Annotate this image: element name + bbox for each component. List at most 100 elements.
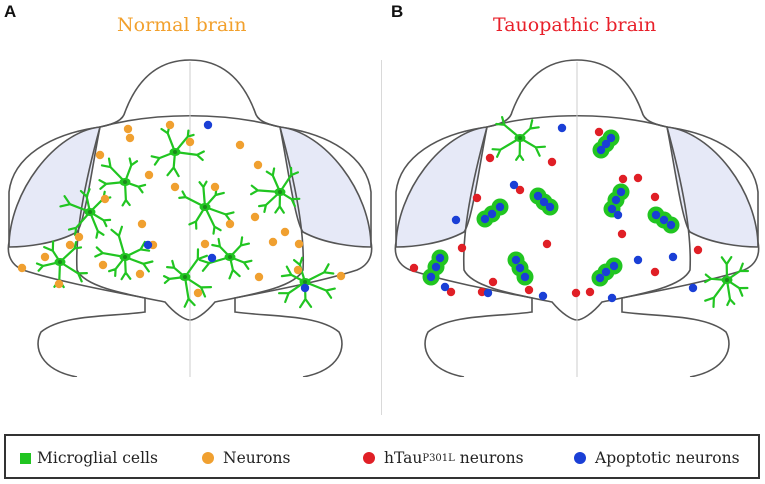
neuron-dot [98,260,108,270]
htau-neuron-dot [542,239,552,249]
legend-label-apoptotic: Apoptotic neurons [595,449,740,467]
apoptotic-neuron-dot [633,255,643,265]
microglia-cell-icon [250,166,301,214]
legend-item-microglia: Microglial cells [20,449,158,467]
neuron-dot [250,212,260,222]
neuron-dot [135,269,145,279]
apoptotic-neuron-dot [557,123,567,133]
legend-label-microglia: Microglial cells [37,449,158,467]
htau-neuron-dot [472,193,482,203]
neuron-dot [65,240,75,250]
htau-neuron-dot [547,157,557,167]
phagocytic-microglia-icon [507,251,534,286]
microglia-cell-icon [163,248,213,308]
normal-brain-diagram [7,59,373,377]
apoptotic-neuron-dot [300,283,310,293]
neuron-dot [294,239,304,249]
apoptotic-neuron-dot [668,252,678,262]
neuron-dot [165,120,175,130]
neuron-dot [137,219,147,229]
cortex-boundary [462,114,692,321]
neuron-swatch-icon [202,452,214,464]
apoptotic-neuron-dot [440,282,450,292]
neuron-dot [235,140,245,150]
phagocytic-microglia-icon [529,187,559,216]
htau-neuron-dot [650,192,660,202]
apoptotic-neuron-dot [483,288,493,298]
microglia-cell-icon [491,116,546,161]
apoptotic-neuron-dot [509,180,519,190]
legend-label-htau-prefix: hTau [384,449,423,467]
neuron-dot [144,170,154,180]
neuron-dot [54,279,64,289]
microglia-cell-icon [198,236,253,280]
right-lobe [279,126,372,248]
htau-neuron-dot [571,288,581,298]
apoptotic-neuron-dot [538,291,548,301]
neuron-dot [210,182,220,192]
neuron-dot [125,133,135,143]
right-lobe [666,126,759,248]
legend-item-neurons: Neurons [202,449,290,467]
microglia-cell-icon [704,256,749,308]
htau-neuron-dot [524,285,534,295]
apoptotic-neuron-dot [688,283,698,293]
microglia-cell-icon [59,188,112,239]
panel-title-tauopathic-brain: Tauopathic brain [493,14,657,36]
apoptotic-neuron-dot [451,215,461,225]
htau-neuron-dot [617,229,627,239]
phagocytic-microglia-icon [647,206,680,234]
htau-neuron-dot [585,287,595,297]
htau-neuron-dot [446,287,456,297]
neuron-dot [253,160,263,170]
htau-neuron-dot [485,153,495,163]
neuron-dot [200,239,210,249]
neuron-dot [74,232,84,242]
panel-title-normal-brain: Normal brain [117,14,247,36]
panel-separator [381,60,382,415]
left-lobe [8,126,101,248]
htau-neuron-dot [618,174,628,184]
neuron-dot [254,272,264,282]
htau-neuron-dot [488,277,498,287]
apoptotic-neuron-dot [143,240,153,250]
microglia-swatch-icon [20,452,31,464]
neuron-dot [95,150,105,160]
phagocytic-microglia-icon [422,249,449,286]
phagocytic-microglia-icon [592,129,620,159]
legend-label-neurons: Neurons [223,449,291,467]
neuron-dot [185,137,195,147]
neuron-dot [336,271,346,281]
phagocytic-microglia-icon [591,257,623,287]
htau-neuron-dot [515,185,525,195]
htau-neuron-dot [409,263,419,273]
apoptotic-neuron-dot [207,253,217,263]
panel-letter-b: B [391,2,404,21]
neuron-dot [225,219,235,229]
microglia-cell-icon [98,157,147,207]
legend-label-htau-sup: P301L [422,452,455,464]
legend-label-htau-suffix: neurons [454,449,524,467]
neuron-dot [170,182,180,192]
htau-neuron-swatch-icon [363,452,375,464]
cortex-boundary [75,114,305,321]
htau-neuron-dot [633,173,643,183]
neuron-dot [268,237,278,247]
left-lobe [395,126,488,248]
microglia-cell-icon [278,256,336,309]
apoptotic-neuron-dot [613,210,623,220]
panel-letter-a: A [4,2,17,21]
neuron-dot [100,194,110,204]
neuron-dot [193,288,203,298]
neuron-dot [17,263,27,273]
htau-neuron-dot [594,127,604,137]
neuron-dot [40,252,50,262]
htau-neuron-dot [457,243,467,253]
legend-item-apoptotic: Apoptotic neurons [574,449,740,467]
phagocytic-microglia-icon [476,198,509,228]
htau-neuron-dot [693,245,703,255]
apoptotic-neuron-dot [607,293,617,303]
tauopathic-brain-diagram [394,59,760,377]
